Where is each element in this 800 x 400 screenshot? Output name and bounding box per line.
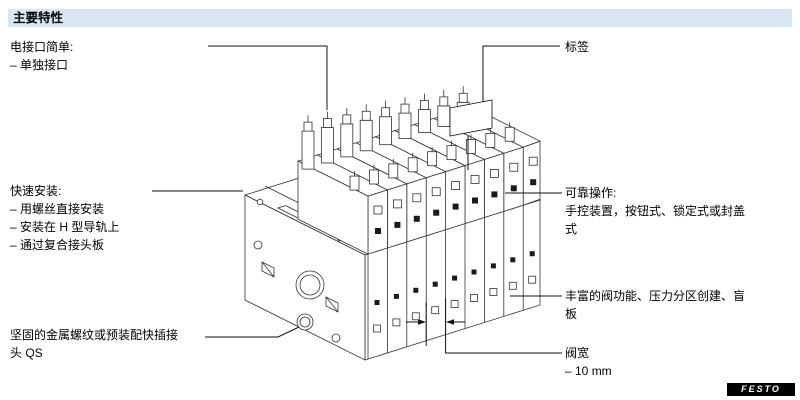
callout-lines [152,45,562,354]
callout-electrical-item: – 单独接口 [10,58,69,72]
callout-threads-text: 坚固的金属螺纹或预装配快插接头 QS [10,328,179,360]
callout-threads: 坚固的金属螺纹或预装配快插接头 QS [10,326,178,362]
leader-threads [205,326,300,338]
callout-mounting-title: 快速安装: [10,184,62,198]
callout-mounting-item: – 安装在 H 型导轨上 [10,220,120,234]
callout-operation-text: 手控装置，按钮式、锁定式或封盖式 [565,204,746,236]
section-title: 主要特性 [13,11,64,25]
callout-operation: 可靠操作: 手控装置，按钮式、锁定式或封盖式 [565,184,750,238]
leader-electrical [208,45,328,110]
callout-width-value: – 10 mm [565,364,612,378]
callout-label: 标签 [565,38,589,56]
leader-width [445,298,562,354]
section-header: 主要特性 [8,9,792,27]
arrow-right-icon [418,319,426,325]
arrow-left-icon [446,319,454,325]
leader-label [482,45,560,102]
callout-width-title: 阀宽 [565,346,590,360]
callout-mounting-item: – 通过复合接头板 [10,238,105,252]
valve-slices [296,86,542,360]
callout-functions-text: 丰富的阀功能、压力分区创建、盲板 [565,289,746,321]
callout-mounting-item: – 用螺丝直接安装 [10,202,105,216]
callout-mounting: 快速安装: – 用螺丝直接安装 – 安装在 H 型导轨上 – 通过复合接头板 [10,182,119,254]
callout-functions: 丰富的阀功能、压力分区创建、盲板 [565,287,750,323]
label-holder [449,99,493,137]
festo-logo: FESTO [727,383,795,396]
callout-label-title: 标签 [565,40,590,54]
callout-electrical: 电接口简单: – 单独接口 [10,38,73,74]
callout-width: 阀宽 – 10 mm [565,344,612,380]
callout-electrical-title: 电接口简单: [10,40,74,54]
callout-operation-title: 可靠操作: [565,186,617,200]
